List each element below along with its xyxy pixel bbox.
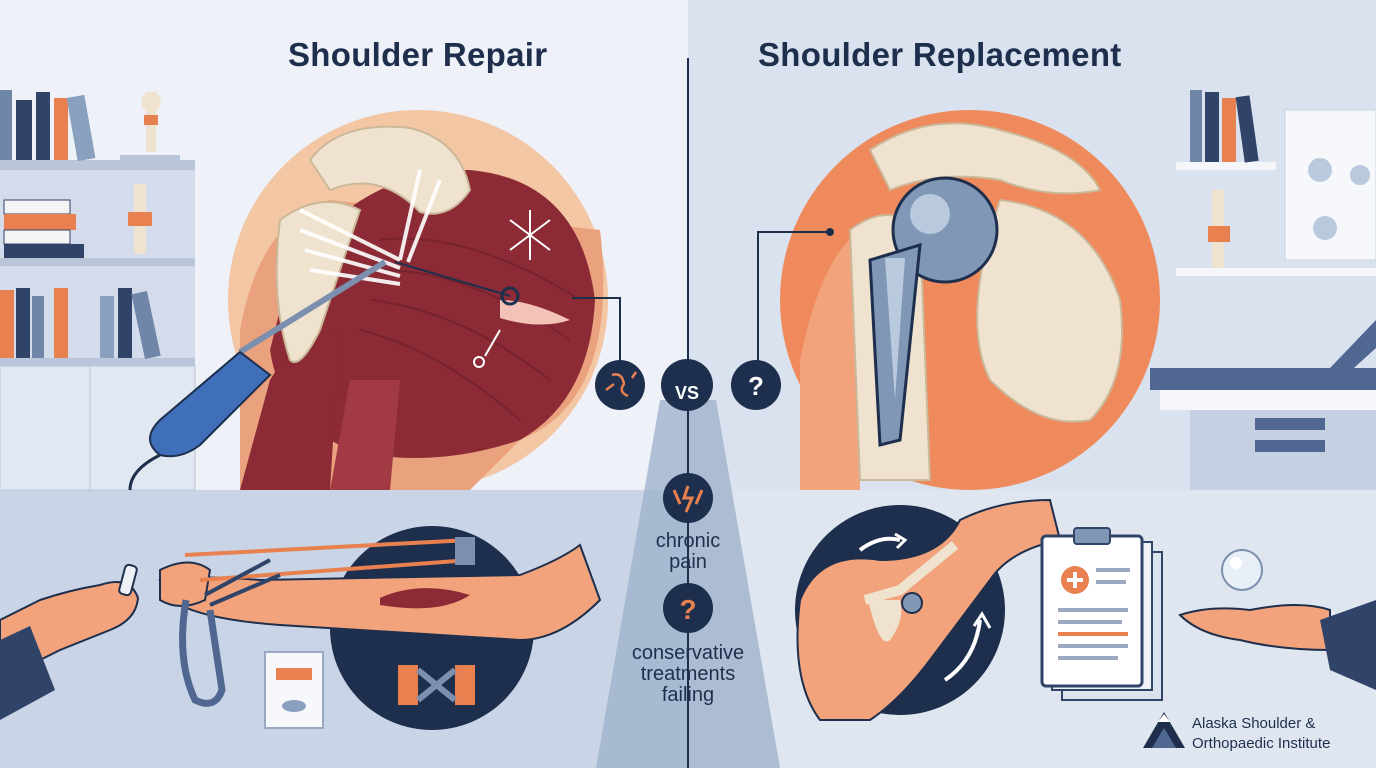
repair-indicator-icon bbox=[595, 360, 645, 410]
criterion-text-line: chronic bbox=[655, 530, 721, 552]
question-icon bbox=[663, 583, 713, 633]
vs-label: VS bbox=[674, 383, 699, 403]
replacement-title: Shoulder Replacement bbox=[758, 36, 1122, 73]
recovery-illustration bbox=[795, 498, 1376, 721]
criterion-text-line: treatments bbox=[640, 663, 736, 685]
criterion-text-line: failing bbox=[661, 684, 715, 706]
shoulder-repair-illustration bbox=[128, 110, 621, 491]
svg-text:?: ? bbox=[679, 594, 696, 625]
logo-icon bbox=[1143, 712, 1185, 748]
criterion-chronic-pain: chronic pain bbox=[608, 531, 768, 573]
criterion-text-line: pain bbox=[669, 551, 707, 573]
physiotherapy-illustration bbox=[0, 526, 602, 730]
question-mark-label: ? bbox=[748, 371, 764, 401]
vs-badge bbox=[661, 359, 713, 411]
shoulder-replacement-illustration bbox=[757, 110, 1160, 490]
criterion-text-line: conservative bbox=[631, 642, 745, 664]
logo-line-2: Orthopaedic Institute bbox=[1192, 735, 1331, 752]
criterion-conservative-failing: conservative treatments failing bbox=[600, 643, 776, 706]
question-badge-icon bbox=[731, 360, 781, 410]
repair-title: Shoulder Repair bbox=[288, 36, 548, 73]
institute-logo: Alaska Shoulder & Orthopaedic Institute bbox=[1140, 708, 1370, 756]
logo-line-1: Alaska Shoulder & bbox=[1192, 715, 1316, 732]
clinic-illustration bbox=[1150, 90, 1376, 490]
